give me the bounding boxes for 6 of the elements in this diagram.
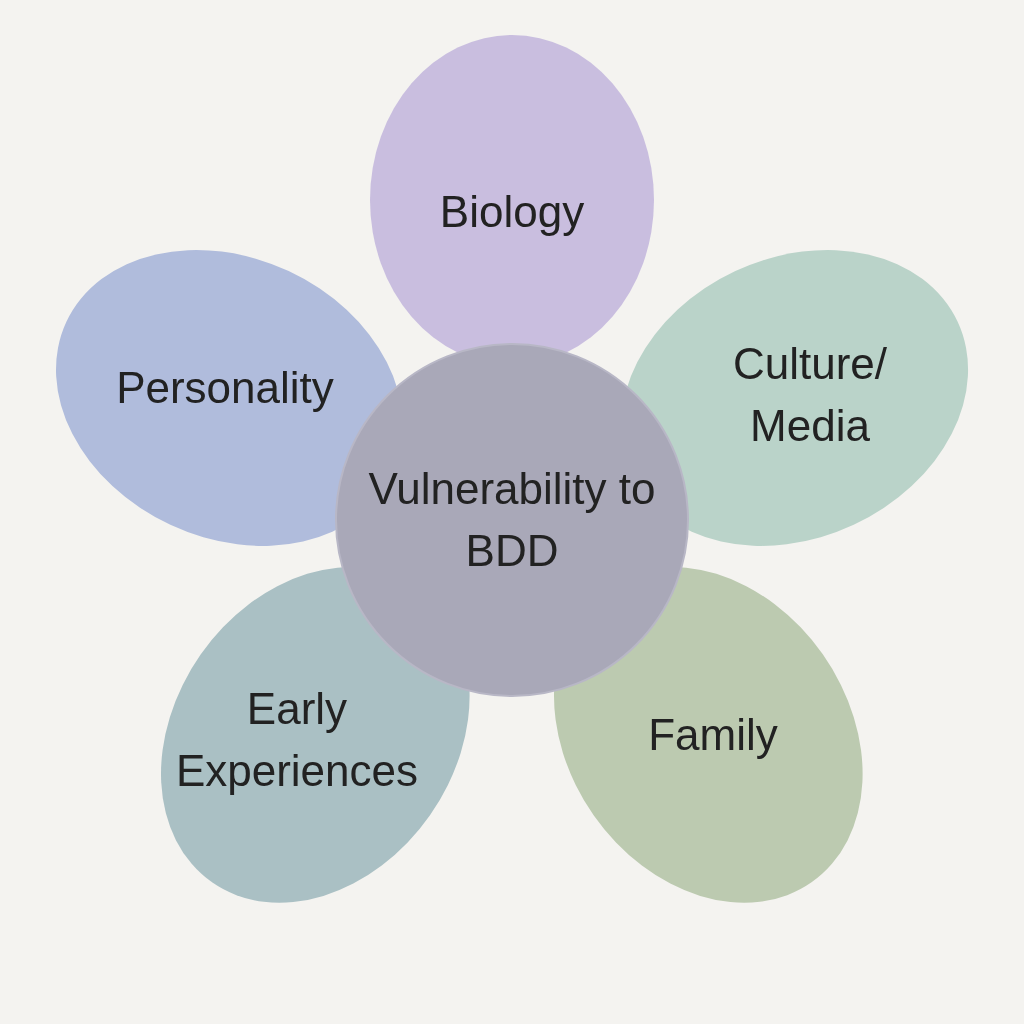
petal-label: Personality [115, 362, 335, 415]
petal-label: Family [647, 709, 779, 762]
petal-label: Culture/ Media [731, 338, 888, 452]
petal-label: Early Experiences [174, 683, 420, 797]
center-label: Vulnerability to BDD [367, 463, 657, 577]
petal-label: Biology [438, 186, 586, 239]
